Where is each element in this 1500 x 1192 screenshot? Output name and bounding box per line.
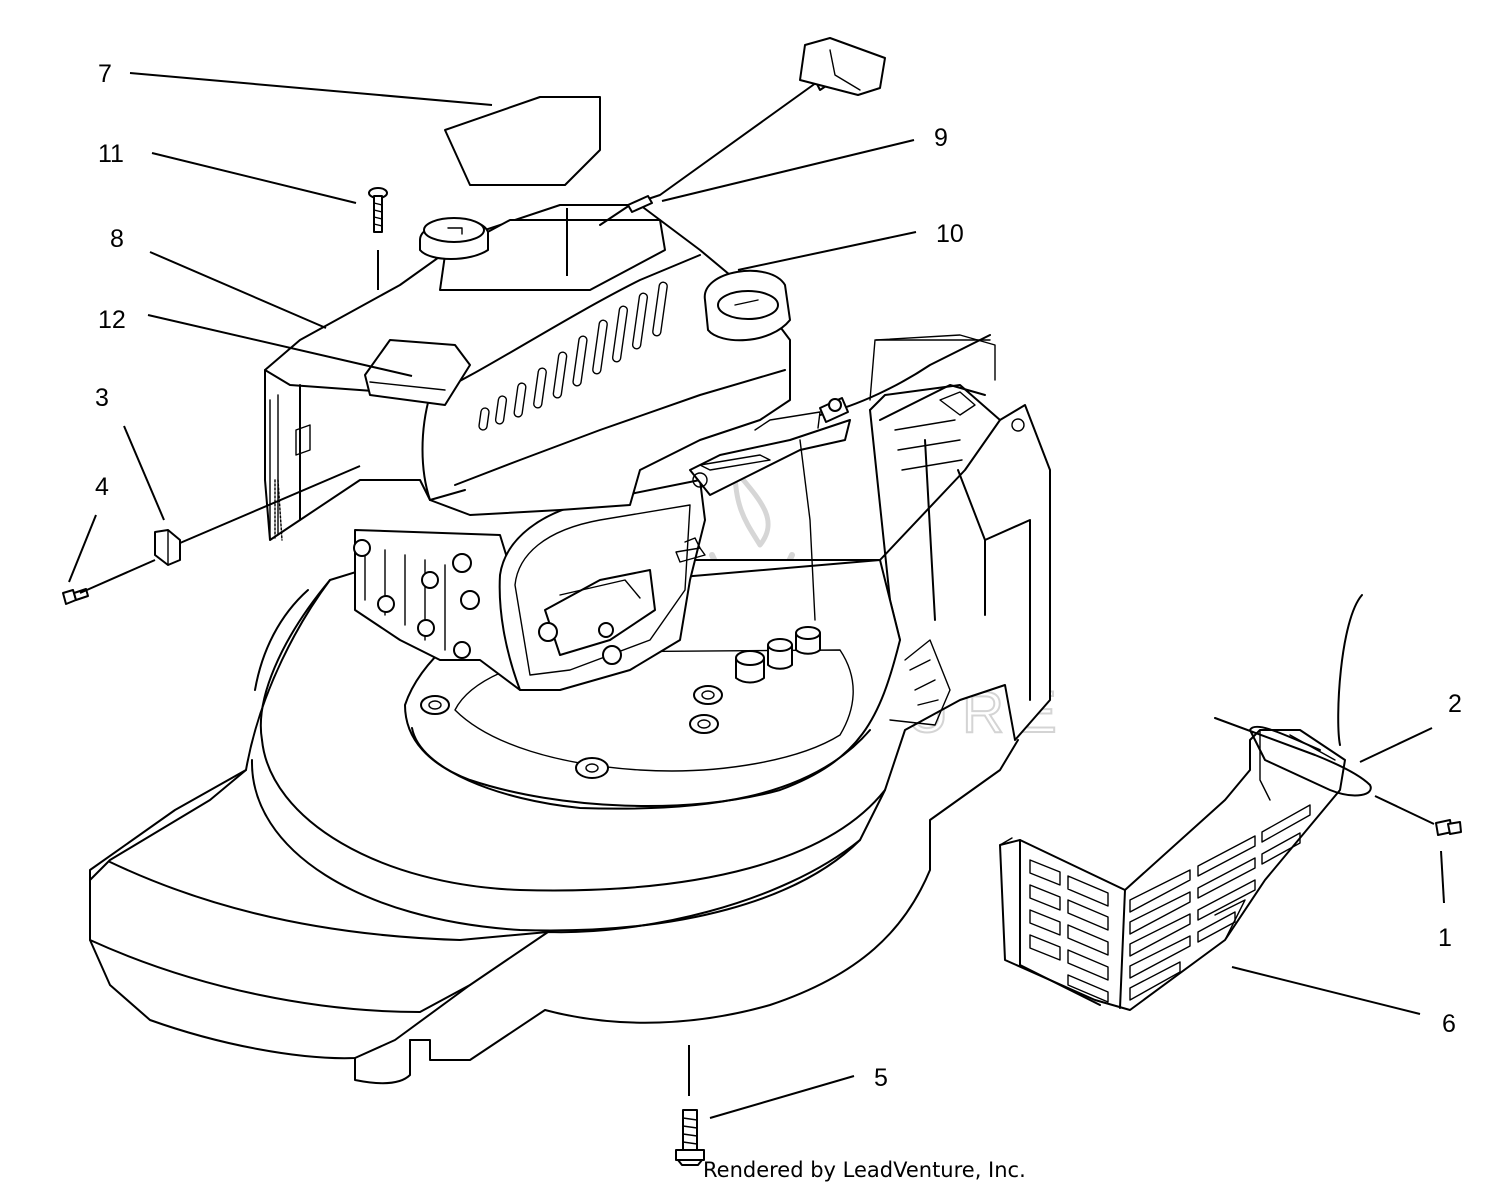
- callouts: 7 11 8 12 3 4 9 10 2 1 6 5: [95, 60, 1462, 1092]
- clip-3: [154, 529, 181, 566]
- render-credit: Rendered by LeadVenture, Inc.: [703, 1158, 1026, 1182]
- callout-6: 6: [1442, 1010, 1456, 1038]
- callout-2: 2: [1448, 690, 1462, 718]
- callout-7: 7: [98, 60, 112, 88]
- decal-7: [444, 96, 601, 186]
- shroud-vents: [478, 281, 668, 431]
- deflector-rod: [1214, 594, 1372, 797]
- engine-shroud: [264, 204, 791, 541]
- throttle-cable: [599, 37, 886, 226]
- screw-11: [368, 187, 388, 233]
- leader-lines: [68, 72, 1445, 1119]
- oil-cap: [703, 269, 791, 342]
- callout-9: 9: [934, 124, 948, 152]
- grass-deflector: [999, 729, 1346, 1011]
- callout-11: 11: [98, 140, 124, 168]
- callout-3: 3: [95, 384, 109, 412]
- callout-5: 5: [874, 1064, 888, 1092]
- cylinder-bolts: [353, 539, 480, 659]
- callout-8: 8: [110, 225, 124, 253]
- engine: [353, 334, 991, 691]
- bolt-5: [675, 1109, 705, 1166]
- callout-10: 10: [936, 220, 964, 248]
- callout-12: 12: [98, 306, 126, 334]
- screw-1: [1435, 819, 1462, 836]
- fuel-cap: [419, 217, 489, 260]
- callout-4: 4: [95, 473, 109, 501]
- callout-1: 1: [1438, 924, 1452, 952]
- mount-spacers: [420, 626, 821, 779]
